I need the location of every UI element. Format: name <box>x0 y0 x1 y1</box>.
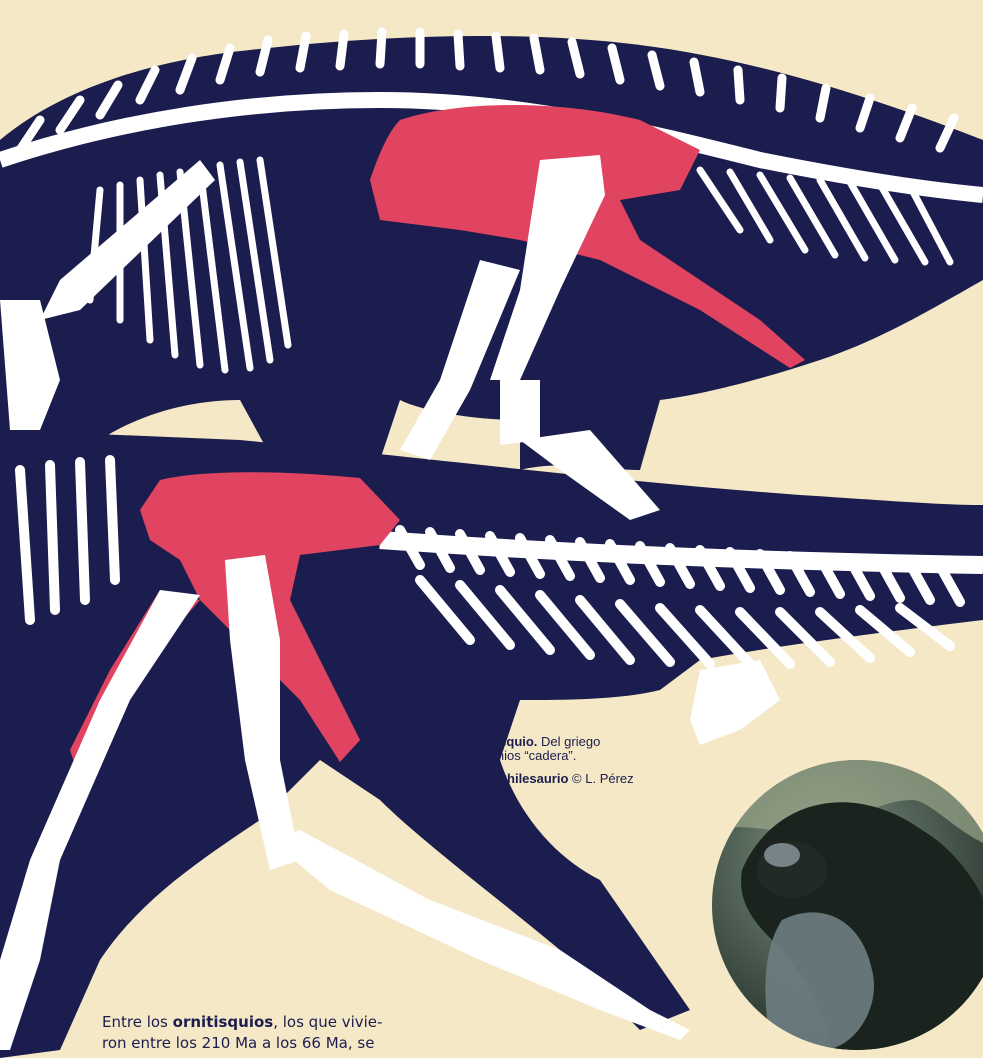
photo-illustration <box>712 760 983 1050</box>
photo-credit: → Chilesaurio © L. Pérez <box>481 772 671 786</box>
body-paragraph: Entre los ornitisquios, los que vivie- r… <box>102 1012 432 1054</box>
ischium-term: Isquio. <box>496 734 538 749</box>
arrow-up-left-icon: ↖ <box>481 734 492 749</box>
credit-author: © L. Pérez <box>572 771 634 786</box>
ischium-caption: ↖ Isquio. Del griego ischios “cadera”. →… <box>481 735 671 786</box>
body-suffix: , los que vivie- <box>273 1013 382 1031</box>
ischium-definition-1: Del griego <box>541 734 600 749</box>
body-bold-term: ornitisquios <box>173 1013 274 1031</box>
body-line-2: ron entre los 210 Ma a los 66 Ma, se <box>102 1033 432 1054</box>
chilesaurio-label: Chilesaurio <box>498 771 569 786</box>
body-prefix: Entre los <box>102 1013 173 1031</box>
ischium-caption-line1: ↖ Isquio. Del griego <box>481 735 671 749</box>
ischium-definition-2: ischios “cadera”. <box>481 749 671 763</box>
body-line-1: Entre los ornitisquios, los que vivie- <box>102 1012 432 1033</box>
arrow-right-icon: → <box>481 771 494 786</box>
chilesaurus-photo <box>712 760 983 1050</box>
